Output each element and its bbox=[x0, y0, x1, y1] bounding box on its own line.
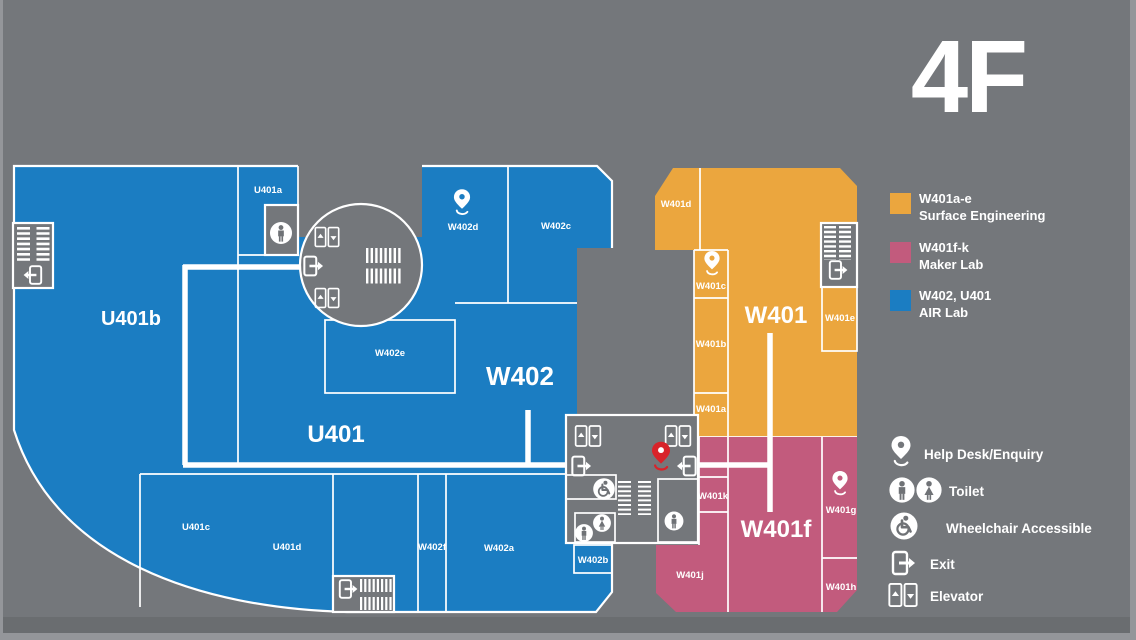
legend-zone-code: W401a-e bbox=[919, 191, 972, 206]
wheelchair-room-outline bbox=[565, 474, 617, 500]
male-toilet-icon bbox=[269, 221, 293, 245]
room-label-w401: W401 bbox=[745, 302, 808, 329]
room-label-w401g: W401g bbox=[826, 505, 857, 516]
help-desk-icon bbox=[891, 436, 911, 467]
female-toilet-icon bbox=[593, 514, 611, 532]
male-toilet-icon bbox=[575, 524, 593, 542]
stairwell-south bbox=[331, 574, 396, 614]
legend-zones: W401a-e Surface Engineering W401f-k Make… bbox=[890, 191, 1045, 320]
room-label-w401d: W401d bbox=[661, 199, 692, 210]
room-label-w402: W402 bbox=[486, 361, 554, 391]
legend-facilities: Help Desk/Enquiry Toilet Wheelchair Acce… bbox=[888, 436, 1092, 607]
legend-zone-name: Maker Lab bbox=[919, 257, 983, 272]
room-label-u401d: U401d bbox=[273, 542, 302, 553]
legend-zone-code: W402, U401 bbox=[919, 288, 991, 303]
round-core bbox=[298, 202, 424, 328]
room-label-u401a: U401a bbox=[254, 185, 283, 196]
legend-facility-label: Help Desk/Enquiry bbox=[924, 447, 1044, 462]
right-edge bbox=[1130, 0, 1136, 640]
zone-surface-engineering bbox=[655, 168, 857, 437]
you-are-here-pin bbox=[651, 441, 671, 471]
help-desk-icon bbox=[453, 189, 471, 215]
female-toilet-icon bbox=[916, 477, 942, 503]
room-label-w402e: W402e bbox=[375, 348, 405, 359]
room-divider-walls-orange bbox=[693, 168, 857, 438]
help-desk-icon bbox=[704, 251, 720, 276]
room-label-w401c: W401c bbox=[696, 281, 726, 292]
floor-title: 4F bbox=[911, 19, 1025, 134]
corridor-lines-east bbox=[698, 333, 773, 512]
room-label-w401f: W401f bbox=[741, 516, 813, 543]
corridor-lines-west bbox=[182, 264, 566, 468]
room-label-w401b: W401b bbox=[696, 339, 727, 350]
legend-swatch-surface-engineering bbox=[890, 193, 911, 214]
legend-facility-label: Exit bbox=[930, 557, 955, 572]
room-label-w401j: W401j bbox=[676, 570, 703, 581]
room-label-w402d: W402d bbox=[448, 222, 479, 233]
legend-facility-label: Toilet bbox=[949, 484, 985, 499]
room-label-w401h: W401h bbox=[826, 582, 857, 593]
left-edge bbox=[0, 0, 3, 640]
legend-facility-label: Elevator bbox=[930, 589, 984, 604]
room-label-w401k: W401k bbox=[698, 491, 729, 502]
legend-facility-label: Wheelchair Accessible bbox=[946, 521, 1092, 536]
male-toilet-icon bbox=[889, 477, 915, 503]
gray-gap-right bbox=[577, 248, 659, 418]
bottom-edge bbox=[0, 633, 1136, 640]
room-label-w402c: W402c bbox=[541, 221, 571, 232]
legend-swatch-air-lab bbox=[890, 290, 911, 311]
toilet-room-outline bbox=[574, 512, 616, 543]
room-label-w401e: W401e bbox=[825, 313, 855, 324]
room-label-w402a: W402a bbox=[484, 543, 515, 554]
toilet-room-outline bbox=[657, 478, 699, 543]
room-label-u401b: U401b bbox=[101, 308, 161, 330]
legend-swatch-maker-lab bbox=[890, 242, 911, 263]
room-label-u401: U401 bbox=[307, 421, 364, 448]
legend-zone-name: AIR Lab bbox=[919, 305, 968, 320]
room-label-u401c: U401c bbox=[182, 522, 210, 533]
room-w402b-outline bbox=[573, 544, 613, 574]
help-desk-icon bbox=[832, 471, 848, 496]
legend-zone-code: W401f-k bbox=[919, 240, 970, 255]
bottom-walkway-band bbox=[0, 617, 1136, 633]
room-label-w402f: W402f bbox=[418, 542, 447, 553]
room-label-w402b: W402b bbox=[578, 555, 609, 566]
wheelchair-icon bbox=[592, 477, 616, 501]
male-toilet-icon bbox=[664, 511, 684, 531]
legend-zone-name: Surface Engineering bbox=[919, 208, 1045, 223]
room-label-w401a: W401a bbox=[696, 404, 727, 415]
zone-maker-lab bbox=[656, 437, 857, 612]
room-w402e-outline bbox=[324, 319, 456, 394]
room-divider-walls-pink bbox=[698, 437, 857, 612]
wheelchair-icon bbox=[889, 511, 919, 541]
